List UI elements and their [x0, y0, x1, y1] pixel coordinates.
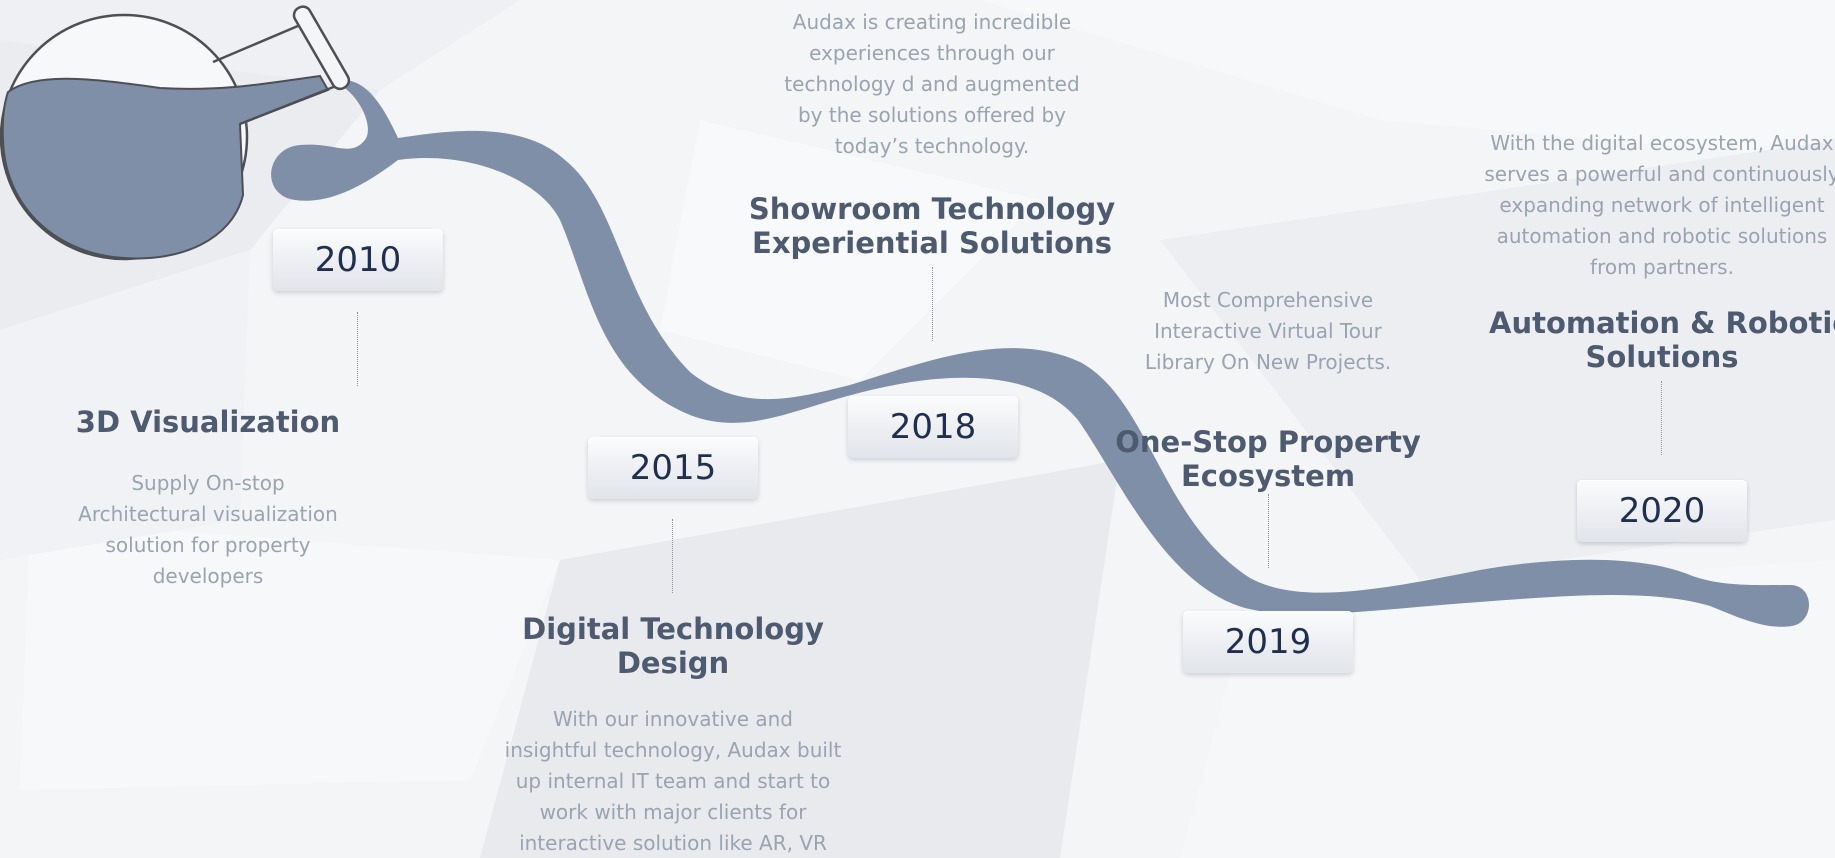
- milestone-2020-title: Automation & Robotics Solutions: [1489, 306, 1835, 374]
- description-line: interactive solution like AR, VR: [519, 831, 827, 855]
- description-line: With the digital ecosystem, Audax: [1490, 131, 1834, 155]
- milestone-2015-connector: [672, 519, 673, 593]
- title-line: Ecosystem: [1180, 459, 1356, 493]
- description-line: developers: [152, 564, 264, 588]
- description-line: from partners.: [1590, 255, 1734, 279]
- year-badge-2015: 2015: [588, 437, 758, 499]
- milestone-2010-description: Supply On-stop Architectural visualizati…: [58, 468, 358, 592]
- description-line: Interactive Virtual Tour: [1154, 319, 1382, 343]
- milestone-2010-connector: [357, 312, 358, 386]
- description-line: up internal IT team and start to: [515, 769, 831, 793]
- milestone-2019-title: One-Stop Property Ecosystem: [1098, 425, 1438, 493]
- milestone-2019-connector: [1268, 494, 1269, 568]
- title-line: Showroom Technology: [748, 192, 1116, 226]
- liquid-stream: [271, 80, 1810, 627]
- year-badge-2010: 2010: [273, 229, 443, 291]
- year-badge-2019: 2019: [1183, 611, 1353, 673]
- description-line: insightful technology, Audax built: [504, 738, 842, 762]
- milestone-2020-description: With the digital ecosystem, Audax serves…: [1482, 128, 1835, 283]
- description-line: expanding network of intelligent: [1499, 193, 1825, 217]
- description-line: Supply On-stop: [131, 471, 285, 495]
- description-line: automation and robotic solutions: [1496, 224, 1828, 248]
- milestone-2018-connector: [932, 267, 933, 341]
- title-line: Design: [616, 646, 730, 680]
- description-line: solution for property: [105, 533, 311, 557]
- title-line: Solutions: [1585, 340, 1739, 374]
- milestone-2019-description: Most Comprehensive Interactive Virtual T…: [1118, 285, 1418, 378]
- description-line: Library On New Projects.: [1144, 350, 1392, 374]
- description-line: Architectural visualization: [78, 502, 338, 526]
- milestone-2015-title: Digital Technology Design: [493, 612, 853, 680]
- title-line: Automation & Robotics: [1489, 306, 1835, 340]
- description-line: Most Comprehensive: [1162, 288, 1374, 312]
- milestone-2018-title: Showroom Technology Experiential Solutio…: [732, 192, 1132, 260]
- description-line: work with major clients for: [539, 800, 807, 824]
- description-line: With our innovative and: [552, 707, 794, 731]
- title-line: 3D Visualization: [75, 405, 341, 439]
- title-line: Experiential Solutions: [752, 226, 1112, 260]
- year-badge-2018: 2018: [848, 396, 1018, 458]
- flask-icon: [0, 5, 351, 261]
- milestone-2020-connector: [1661, 381, 1662, 455]
- description-line: serves a powerful and continuously: [1484, 162, 1835, 186]
- description-line: today’s technology.: [834, 134, 1030, 158]
- description-line: experiences through our: [809, 41, 1055, 65]
- description-line: Audax is creating incredible: [792, 10, 1072, 34]
- milestone-2015-description: With our innovative and insightful techn…: [483, 704, 863, 858]
- title-line: One-Stop Property: [1115, 425, 1421, 459]
- milestone-2018-description: Audax is creating incredible experiences…: [762, 7, 1102, 162]
- milestone-2010-title: 3D Visualization: [58, 405, 358, 439]
- year-badge-2020: 2020: [1577, 480, 1747, 542]
- title-line: Digital Technology: [522, 612, 824, 646]
- description-line: by the solutions offered by: [797, 103, 1067, 127]
- description-line: technology d and augmented: [784, 72, 1080, 96]
